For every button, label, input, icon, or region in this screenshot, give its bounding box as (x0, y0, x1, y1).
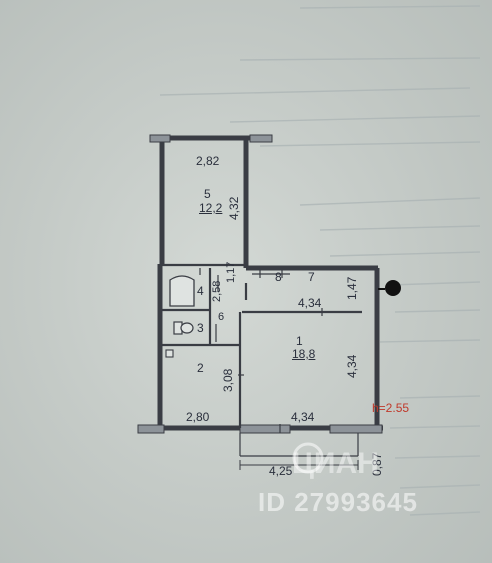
interior-walls (162, 263, 362, 428)
room2-number: 2 (197, 361, 204, 375)
room8-number: 8 (275, 270, 282, 284)
dim-room5-height: 4,32 (227, 196, 241, 220)
dim-corridor-height: 2,58 (211, 280, 223, 302)
dim-top-width: 2,82 (196, 154, 220, 168)
door-marks (199, 268, 323, 433)
bathtub-icon (169, 275, 195, 307)
room1-number: 1 (296, 334, 303, 348)
room4-number: 4 (197, 284, 204, 298)
dim-balcony-width: 4,25 (269, 464, 293, 478)
watermark-logo-icon (292, 442, 324, 474)
kitchen-fixture-icon (165, 349, 174, 358)
room6-number: 6 (218, 311, 225, 323)
dim-bottom-right-width: 4,34 (291, 410, 315, 424)
black-pin-marker (378, 280, 401, 296)
balcony (239, 433, 359, 457)
watermark-id: ID 27993645 (258, 487, 418, 517)
balcony-dimension-line (239, 460, 359, 470)
room1-area: 18,8 (292, 347, 316, 361)
dim-kitchen-height: 3,08 (221, 368, 235, 392)
ceiling-height-label: h=2.55 (372, 401, 410, 415)
top-window (149, 134, 273, 143)
dim-room1-height: 4,34 (345, 354, 359, 378)
bottom-windows (137, 424, 383, 434)
dim-bottom-left-width: 2,80 (186, 410, 210, 424)
dim-room4-height: 1,17 (225, 261, 237, 283)
dim-corridor-width: 4,34 (298, 296, 322, 310)
faded-document-text (159, 5, 481, 516)
room7-number: 7 (308, 270, 315, 284)
exterior-walls (138, 135, 383, 431)
watermark-logo-text: ЦИАН (292, 447, 379, 480)
dim-hall-height: 1,47 (345, 276, 359, 300)
room5-area: 12,2 (199, 201, 223, 215)
room5-number: 5 (204, 187, 211, 201)
toilet-icon (173, 321, 194, 335)
room3-number: 3 (197, 321, 204, 335)
